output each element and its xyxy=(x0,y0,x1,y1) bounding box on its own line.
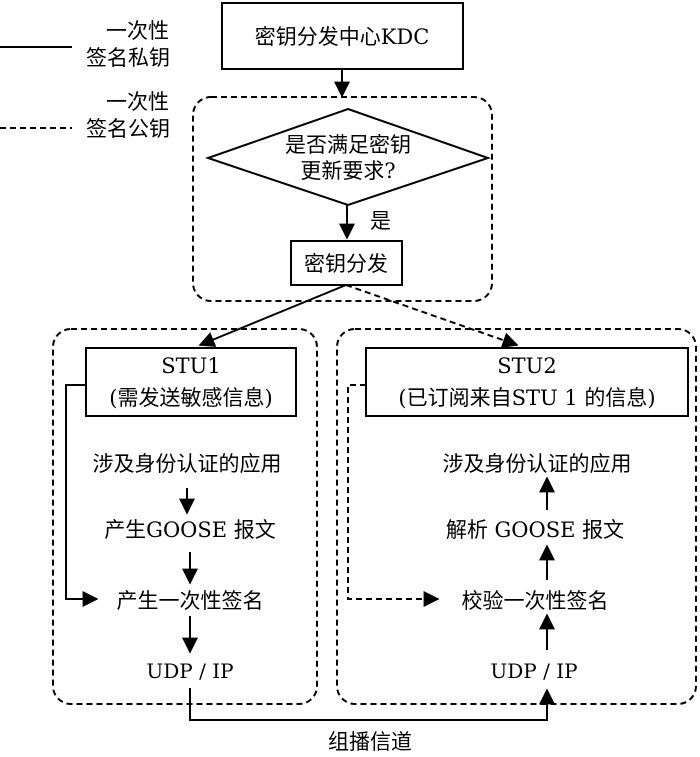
stu2-step-2: 解析 GOOSE 报文 xyxy=(446,518,624,542)
stu1-private-key-feed xyxy=(65,384,99,607)
key-update-group xyxy=(192,96,493,302)
legend-solid-label-2: 签名私钥 xyxy=(86,46,170,70)
distribute-label: 密钥分发 xyxy=(304,252,388,276)
kdc-label: 密钥分发中心KDC xyxy=(255,25,430,49)
stu1-subtitle: (需发送敏感信息) xyxy=(109,386,272,410)
stu1-group xyxy=(52,328,318,705)
stu1-header-box xyxy=(85,347,297,417)
stu1-step-2: 产生GOOSE 报文 xyxy=(104,518,276,542)
stu1-step-1: 涉及身份认证的应用 xyxy=(93,452,282,476)
public-key-arrow xyxy=(345,284,519,348)
stu2-title: STU2 xyxy=(497,354,556,378)
stu2-step-3: 校验一次性签名 xyxy=(462,589,609,613)
kdc-box xyxy=(221,2,464,70)
stu2-step-4: UDP / IP xyxy=(490,659,577,683)
stu2-step-1: 涉及身份认证的应用 xyxy=(443,452,632,476)
private-key-arrow xyxy=(198,284,347,347)
stu1-step-4: UDP / IP xyxy=(146,659,233,683)
legend-solid-label-1: 一次性 xyxy=(106,19,169,43)
channel-label: 组播信道 xyxy=(328,730,412,754)
legend-dashed-label-2: 签名公钥 xyxy=(86,117,170,141)
decision-line-2: 更新要求? xyxy=(300,159,395,183)
stu1-step-3: 产生一次性签名 xyxy=(117,589,264,613)
multicast-channel-line xyxy=(189,688,555,721)
update-decision-diamond xyxy=(204,107,492,207)
decision-line-1: 是否满足密钥 xyxy=(285,133,411,157)
stu2-header-box xyxy=(365,347,689,417)
legend-dashed-label-1: 一次性 xyxy=(106,90,169,114)
stu1-title: STU1 xyxy=(161,354,220,378)
stu2-public-key-feed xyxy=(347,384,440,607)
decision-yes-label: 是 xyxy=(370,209,391,233)
stu2-group xyxy=(336,328,697,705)
stu2-subtitle: (已订阅来自STU 1 的信息) xyxy=(398,386,655,410)
